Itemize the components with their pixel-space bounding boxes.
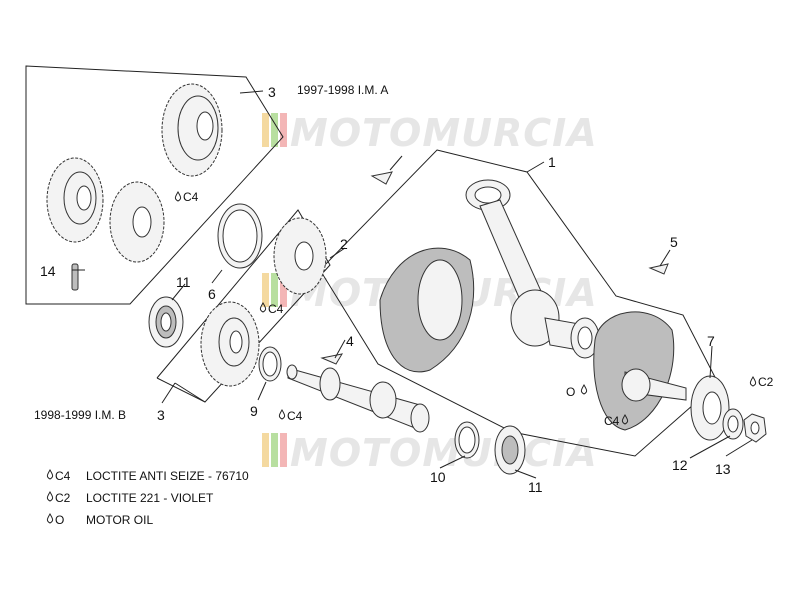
legend: C4 LOCTITE ANTI SEIZE - 76710 C2 LOCTITE… <box>46 469 249 527</box>
crank-web-left-part <box>379 247 475 373</box>
key-top-part <box>370 171 393 185</box>
marker-c4-shaft: C4 <box>278 409 303 423</box>
group-box-version-a <box>25 65 284 305</box>
crank-web-right-part <box>593 311 687 431</box>
marker-c4-gear: C4 <box>174 190 199 204</box>
callout-2: 2 <box>340 236 348 252</box>
marker-o-crank: O <box>566 384 588 399</box>
callout-12: 12 <box>672 457 688 473</box>
svg-text:O: O <box>55 513 64 527</box>
callout-13: 13 <box>715 461 731 477</box>
svg-text:LOCTITE 221 - VIOLET: LOCTITE 221 - VIOLET <box>86 491 214 505</box>
drop-icon <box>580 384 588 395</box>
callout-1: 1 <box>548 154 556 170</box>
spacer-ring-part <box>217 203 263 269</box>
output-shaft-part <box>286 364 430 433</box>
version-b-caption: 1998-1999 I.M. B <box>34 408 126 422</box>
group-box-version-b <box>156 209 331 403</box>
svg-text:C2: C2 <box>55 491 71 505</box>
drop-icon <box>749 376 757 387</box>
woodruff-key-part <box>320 353 344 365</box>
watermark-top: MOTOMURCIA <box>262 111 598 155</box>
svg-text:C4: C4 <box>268 302 284 316</box>
marker-c2-nut: C2 <box>749 375 774 389</box>
callout-11-left: 11 <box>176 274 191 290</box>
key-5-part <box>648 263 669 275</box>
ring-part <box>454 421 480 459</box>
svg-text:LOCTITE ANTI SEIZE - 76710: LOCTITE ANTI SEIZE - 76710 <box>86 469 249 483</box>
svg-text:C4: C4 <box>183 190 199 204</box>
svg-text:O: O <box>566 385 575 399</box>
callout-10: 10 <box>430 469 446 485</box>
callout-14: 14 <box>40 263 56 279</box>
callout-3-a: 3 <box>268 84 276 100</box>
crank-pin-part <box>544 317 600 359</box>
drop-icon <box>46 491 54 502</box>
gear-b-part <box>200 301 260 387</box>
legend-row-c4: C4 LOCTITE ANTI SEIZE - 76710 <box>46 469 249 483</box>
svg-text:C4: C4 <box>55 469 71 483</box>
bearing-right-part <box>494 425 526 475</box>
drop-icon <box>46 469 54 480</box>
crankshaft-assembly-outline <box>319 149 719 457</box>
callout-6: 6 <box>208 286 216 302</box>
legend-row-c2: C2 LOCTITE 221 - VIOLET <box>46 491 214 505</box>
version-a-caption: 1997-1998 I.M. A <box>297 83 388 97</box>
sprocket-b-part <box>273 217 327 295</box>
drop-icon <box>46 513 54 524</box>
callout-9: 9 <box>250 403 258 419</box>
leader-lines <box>72 90 753 479</box>
bearing-left-part <box>148 296 184 348</box>
callout-4: 4 <box>346 333 354 349</box>
callout-7: 7 <box>707 333 715 349</box>
washer-part <box>258 346 282 382</box>
svg-text:C2: C2 <box>758 375 774 389</box>
thrust-washer-part <box>690 375 730 441</box>
pin-part <box>71 263 79 291</box>
medium-gear-part <box>46 157 104 243</box>
drop-icon <box>259 302 267 313</box>
callout-3-b: 3 <box>157 407 165 423</box>
sprocket-part <box>109 181 165 263</box>
svg-text:C4: C4 <box>287 409 303 423</box>
legend-row-o: O MOTOR OIL <box>46 513 153 527</box>
svg-text:MOTOMURCIA: MOTOMURCIA <box>290 111 598 155</box>
marker-c4-crank: C4 <box>604 414 629 428</box>
marker-c4-spacer: C4 <box>259 302 284 316</box>
drop-icon <box>278 409 286 420</box>
nut-part <box>743 413 767 443</box>
drop-icon <box>621 414 629 425</box>
svg-text:MOTOR OIL: MOTOR OIL <box>86 513 153 527</box>
svg-text:C4: C4 <box>604 414 620 428</box>
callout-5: 5 <box>670 234 678 250</box>
drop-icon <box>174 191 182 202</box>
large-gear-part <box>161 83 223 177</box>
lock-washer-part <box>722 408 744 440</box>
connecting-rod-part <box>465 179 560 347</box>
callout-11-right: 11 <box>528 479 543 495</box>
